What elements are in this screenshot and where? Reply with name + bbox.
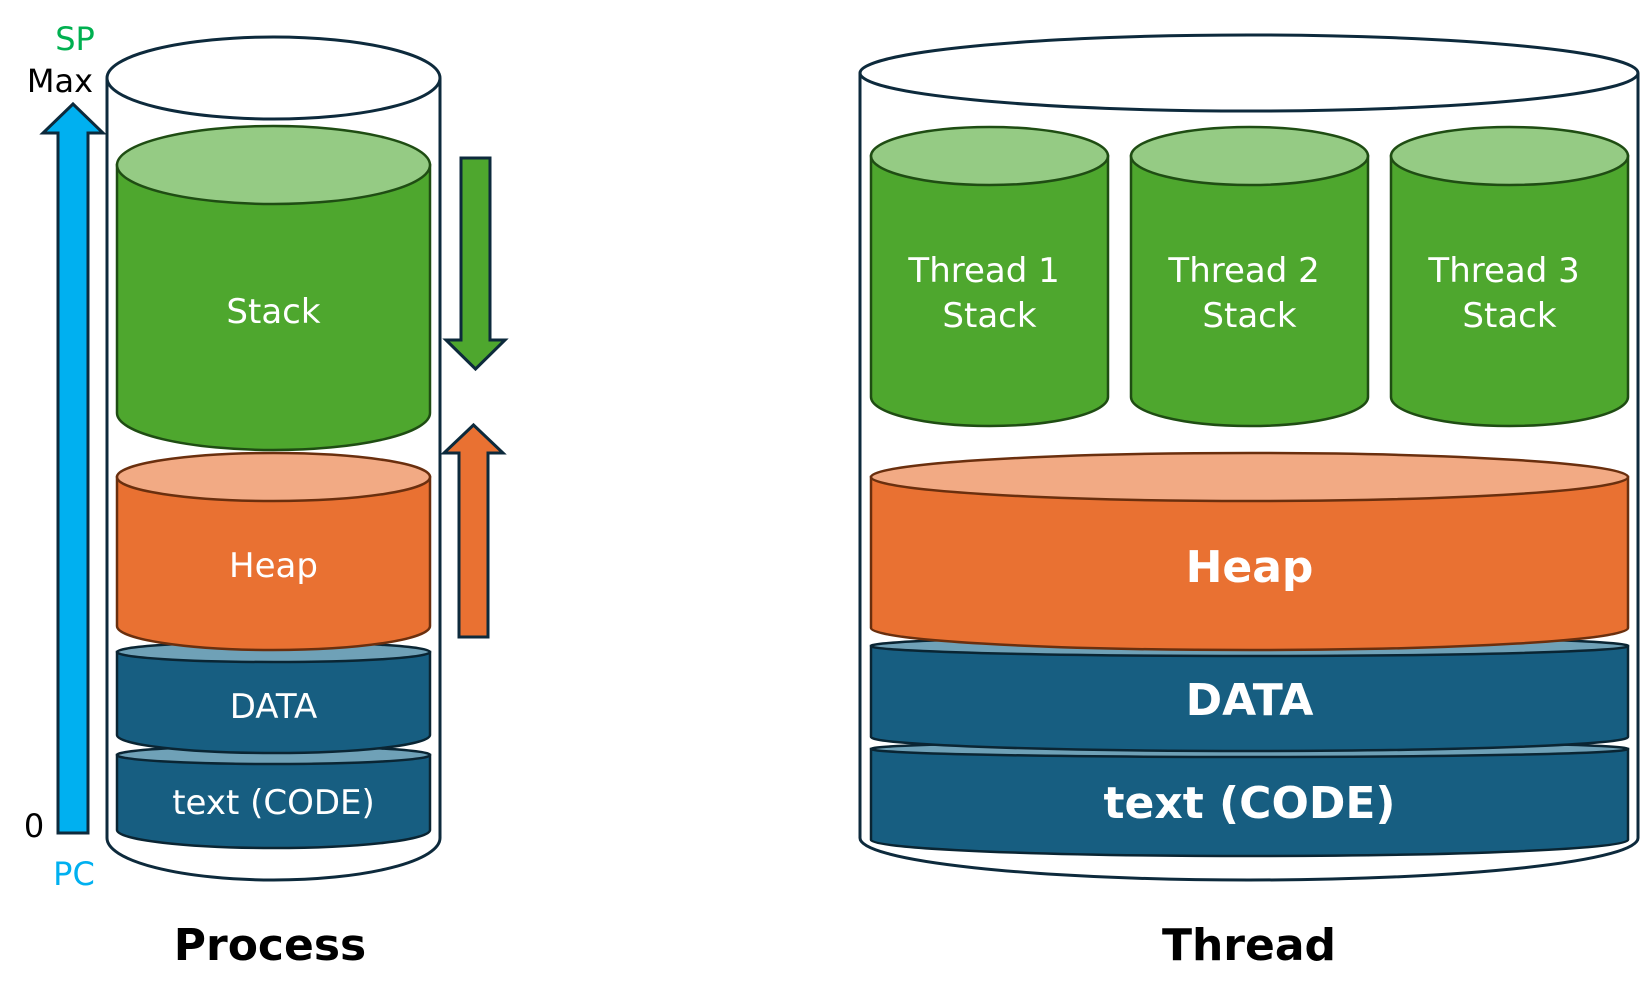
sp-register-label: SP	[55, 20, 95, 58]
pc-register-label: PC	[53, 855, 95, 893]
process-stack-segment: Stack	[115, 124, 432, 452]
process-text-segment: text (CODE)	[115, 744, 432, 850]
process-heap-segment: Heap	[115, 451, 432, 652]
thread-heap-segment: Heap	[869, 451, 1630, 652]
thread-data-label: DATA	[1186, 675, 1314, 726]
thread-caption: Thread	[1162, 920, 1336, 971]
thread-1-stack: Thread 1 Stack	[869, 125, 1110, 428]
process-caption: Process	[174, 920, 366, 971]
thread-3-stack-label: Thread 3 Stack	[1427, 251, 1590, 336]
thread-heap-label: Heap	[1186, 542, 1314, 593]
process-diagram: text (CODE) DATA Heap Stack SP Max 0 PC	[24, 20, 509, 971]
thread-2-stack-label-line2: Stack	[1202, 296, 1296, 336]
thread-3-stack-label-line2: Stack	[1462, 296, 1556, 336]
thread-text-label: text (CODE)	[1103, 778, 1395, 829]
heap-growth-up-arrow-icon	[440, 422, 507, 639]
process-text-label: text (CODE)	[172, 783, 375, 823]
zero-address-label: 0	[24, 807, 44, 845]
address-axis-arrow-icon	[39, 101, 107, 835]
thread-1-stack-label-line2: Stack	[942, 296, 1036, 336]
thread-2-stack-label-line1: Thread 2	[1167, 251, 1319, 291]
thread-text-segment: text (CODE)	[869, 739, 1630, 858]
stack-growth-down-arrow-icon	[442, 156, 509, 372]
process-stack-label: Stack	[226, 292, 320, 332]
thread-1-stack-label-line1: Thread 1	[907, 251, 1059, 291]
thread-2-stack-label: Thread 2 Stack	[1167, 251, 1330, 336]
thread-3-stack-label-line1: Thread 3	[1427, 251, 1579, 291]
thread-1-stack-label: Thread 1 Stack	[907, 251, 1070, 336]
thread-diagram: text (CODE) DATA Heap Thread 1 Stack	[858, 33, 1640, 971]
thread-3-stack: Thread 3 Stack	[1389, 125, 1630, 428]
thread-data-segment: DATA	[869, 634, 1630, 753]
max-address-label: Max	[27, 62, 93, 100]
process-data-segment: DATA	[115, 640, 432, 755]
thread-2-stack: Thread 2 Stack	[1129, 125, 1370, 428]
process-heap-label: Heap	[229, 546, 318, 586]
process-data-label: DATA	[230, 687, 318, 727]
